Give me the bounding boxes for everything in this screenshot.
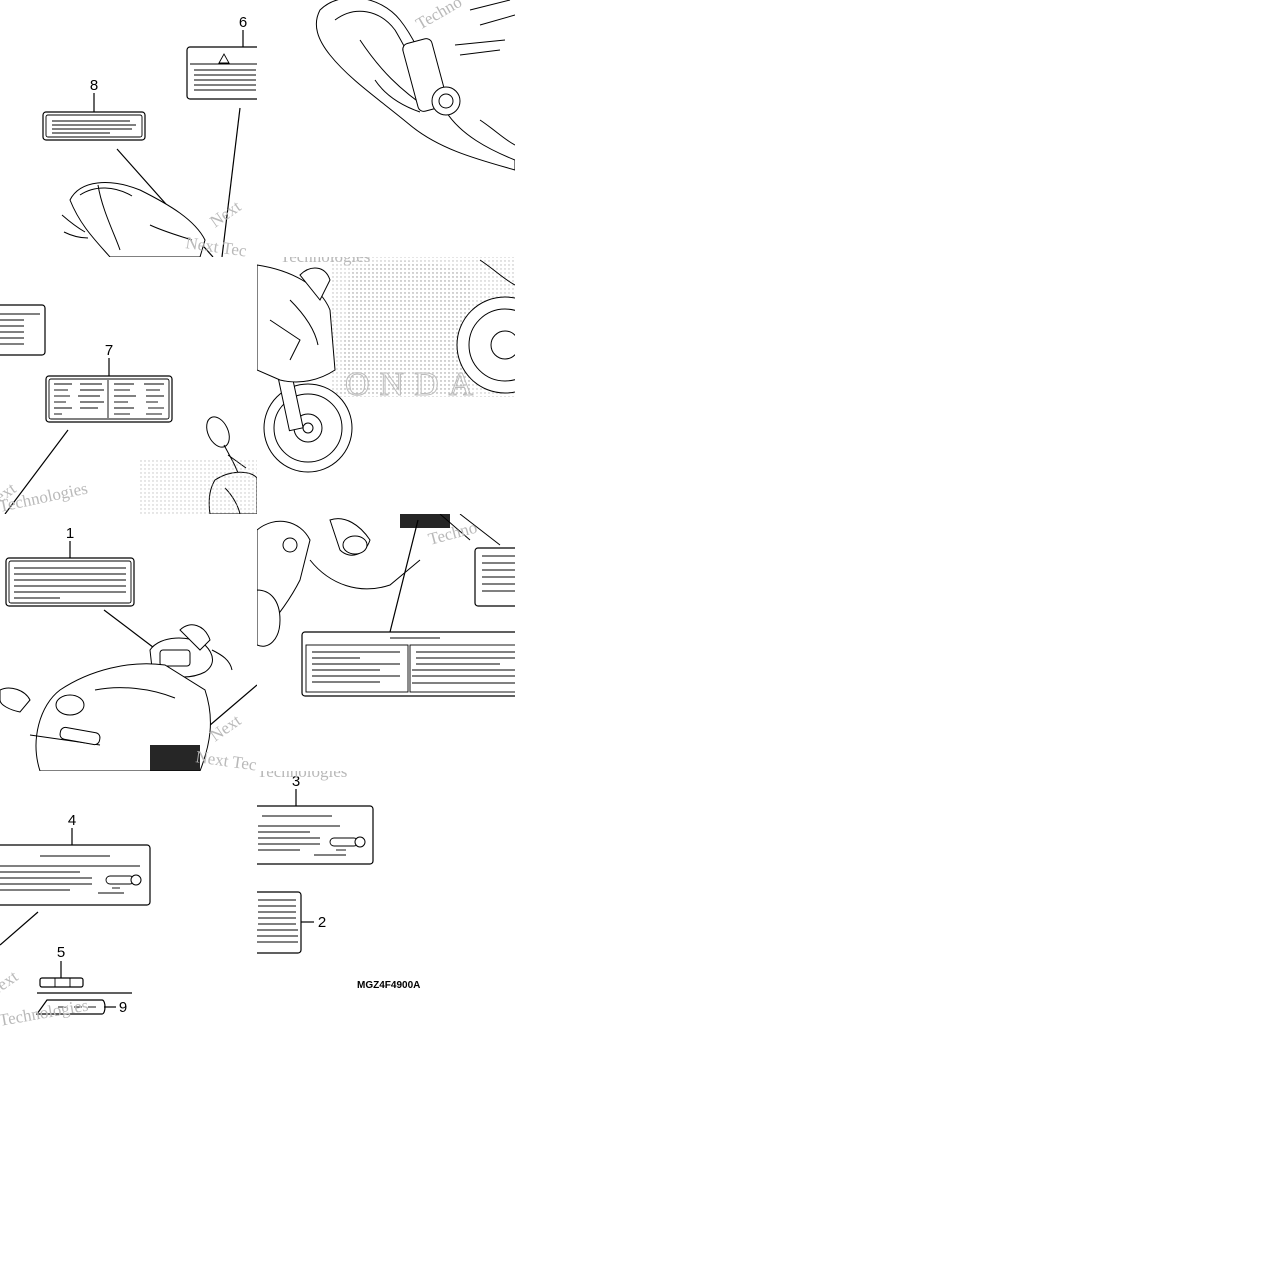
- rear-wheel-drawing: [456, 259, 515, 394]
- watermark-text: Technologies: [0, 479, 89, 516]
- label-1-decal: [5, 541, 135, 607]
- brand-logo-watermark: ONDA: [345, 366, 483, 403]
- label-3-decal: [257, 789, 374, 865]
- tile-frame-labels: Techno: [257, 514, 515, 697]
- part-code: MGZ4F4900A: [357, 980, 420, 991]
- watermark-text: Technologies: [0, 996, 90, 1030]
- seat-drawing: [61, 182, 206, 257]
- tile-front-wheel: ONDA Technologies: [257, 247, 515, 473]
- callout-9: 9: [119, 999, 127, 1016]
- partial-label-decal: [0, 304, 46, 356]
- motorcycle-body-drawing: [0, 624, 233, 771]
- label-2-decal: [257, 891, 314, 954]
- tile-label-detail: 3 2 MGZ4F4900A Technologies: [257, 762, 420, 991]
- watermark-text: Technologies: [257, 762, 347, 781]
- partial-right-label-decal: [474, 547, 515, 607]
- fairing-drawing: [257, 264, 336, 383]
- callout-2: 2: [318, 914, 326, 931]
- front-section-drawing: [257, 514, 501, 647]
- watermark-text: Next Tec: [194, 747, 258, 774]
- callout-3: 3: [292, 773, 300, 790]
- callout-8: 8: [90, 77, 98, 94]
- watermark-text: Next: [0, 967, 22, 1002]
- tile-tank-area: 1 Next Tec Next: [0, 525, 258, 774]
- label-4-decal: [0, 828, 151, 906]
- label-8-decal: [42, 93, 146, 141]
- callout-6: 6: [239, 14, 247, 31]
- large-info-label-decal: [301, 631, 515, 697]
- tile-front-fairing: Techno: [315, 0, 515, 171]
- tile-mirror-area: 7 Next Technologies: [0, 304, 257, 516]
- label-7-decal: [45, 358, 173, 423]
- callout-1: 1: [66, 525, 74, 542]
- tile-seat-area: 8 6 Next Tec Next: [42, 14, 257, 260]
- watermark-text: Technologies: [280, 247, 370, 266]
- watermark-text: Next: [206, 711, 244, 746]
- label-5-decal: [39, 961, 84, 988]
- callout-5: 5: [57, 944, 65, 961]
- watermark-text: Techno: [413, 0, 466, 33]
- watermark-text: Next Tec: [184, 233, 248, 260]
- label-6-decal: [186, 30, 257, 100]
- callout-7: 7: [105, 342, 113, 359]
- label-9-decal: [35, 999, 116, 1015]
- callout-4: 4: [68, 812, 76, 829]
- tile-small-labels: 4 5 9 Next Technologies: [0, 812, 151, 1030]
